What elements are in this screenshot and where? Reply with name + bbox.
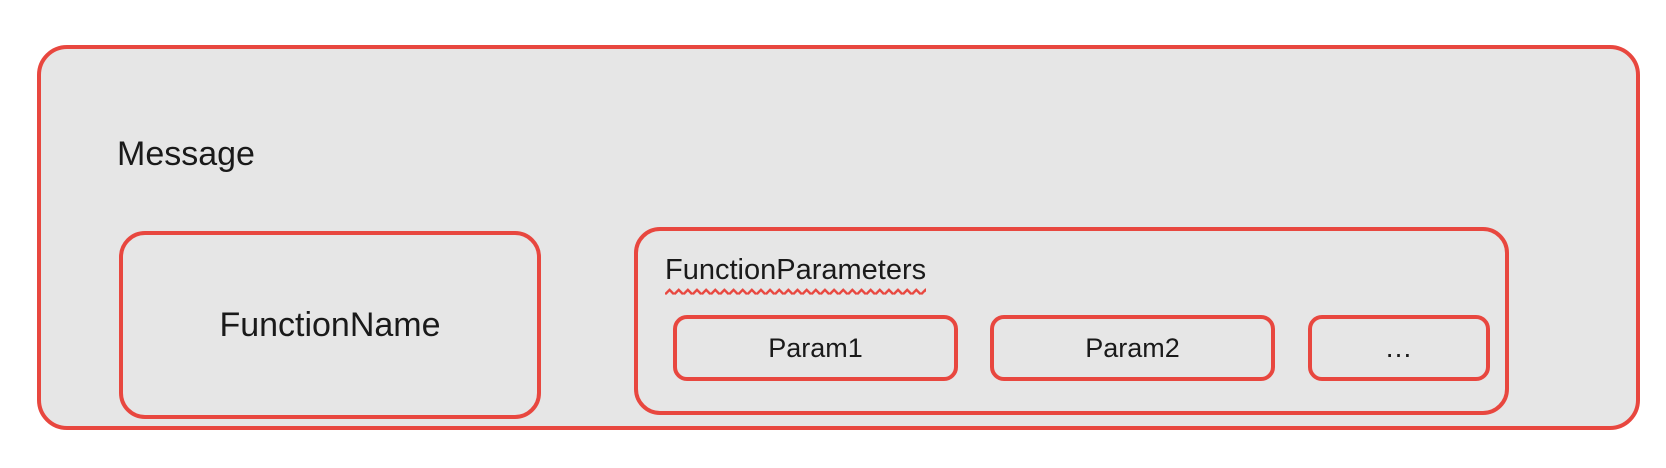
param-box-2[interactable]: Param2 — [990, 315, 1275, 381]
param-box-1-label: Param1 — [768, 333, 863, 363]
function-parameters-label-group: FunctionParameters — [665, 253, 927, 296]
parameter-list: Param1 Param2 … — [673, 315, 1490, 381]
function-parameters-container: FunctionParameters Param1 Param2 — [634, 227, 1509, 415]
function-name-label: FunctionName — [219, 306, 441, 344]
param-box-overflow-label: … — [1384, 332, 1414, 363]
function-name-container: FunctionName — [119, 231, 541, 419]
param-box-2-label: Param2 — [1085, 333, 1180, 363]
param-box-overflow[interactable]: … — [1308, 315, 1490, 381]
spellcheck-squiggle-underline — [665, 288, 927, 296]
message-container: Message FunctionName FunctionParameters — [37, 45, 1640, 430]
function-parameters-label: FunctionParameters — [665, 254, 927, 286]
param-box-1[interactable]: Param1 — [673, 315, 958, 381]
message-label: Message — [117, 135, 255, 173]
